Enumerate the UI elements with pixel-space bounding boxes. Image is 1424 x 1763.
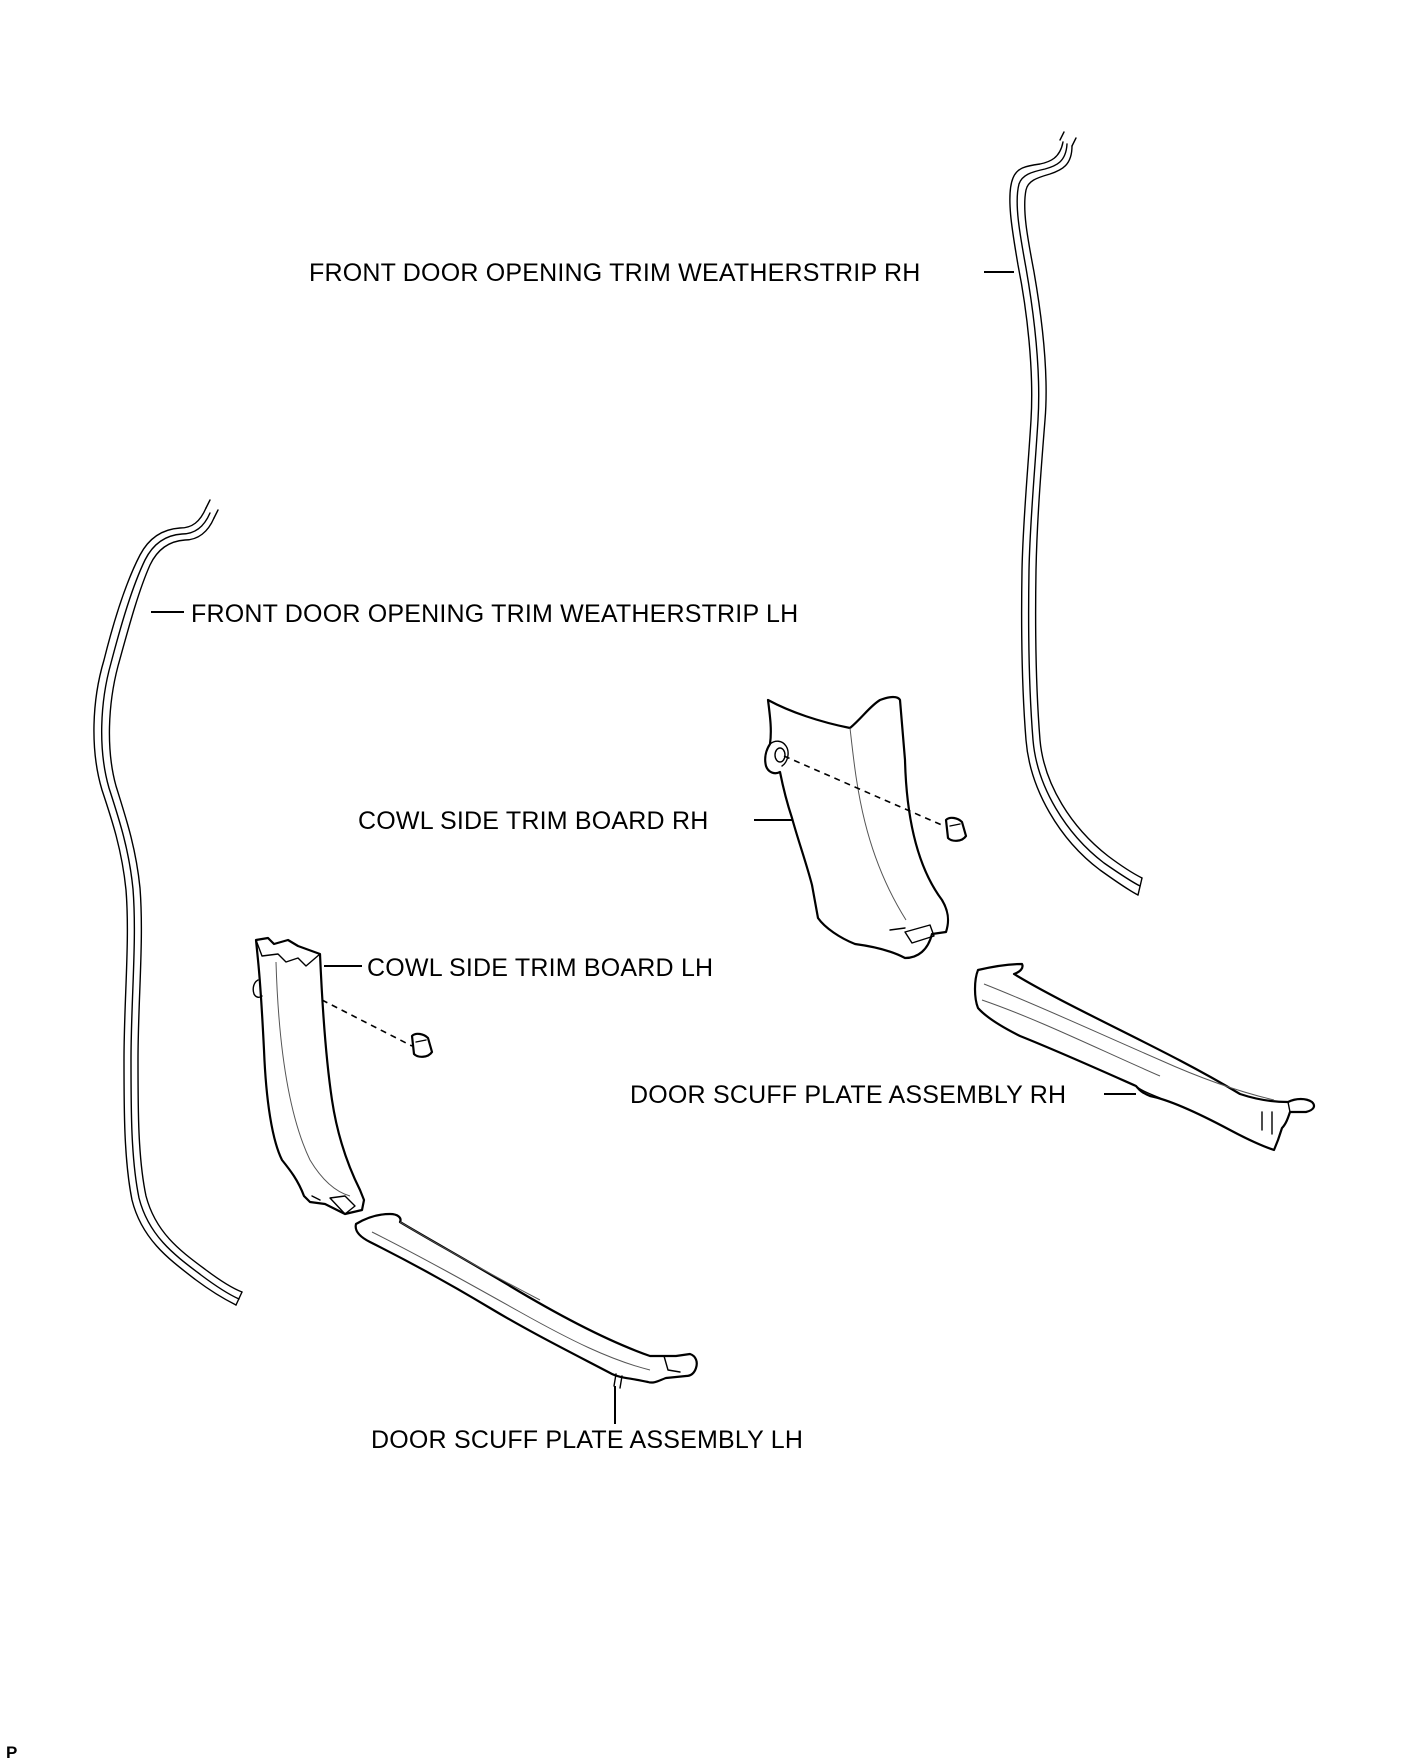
label-cowl-side-trim-board-lh: COWL SIDE TRIM BOARD LH <box>367 954 713 982</box>
cowl-side-trim-board-rh <box>754 695 968 960</box>
weatherstrip-lh <box>93 499 243 1306</box>
label-cowl-side-trim-board-rh: COWL SIDE TRIM BOARD RH <box>358 807 708 835</box>
cowl-side-trim-board-lh <box>252 936 434 1216</box>
label-weatherstrip-rh: FRONT DOOR OPENING TRIM WEATHERSTRIP RH <box>309 259 921 287</box>
door-scuff-plate-rh <box>973 962 1316 1152</box>
label-weatherstrip-lh: FRONT DOOR OPENING TRIM WEATHERSTRIP LH <box>191 600 798 628</box>
label-door-scuff-plate-lh: DOOR SCUFF PLATE ASSEMBLY LH <box>371 1426 803 1454</box>
label-door-scuff-plate-rh: DOOR SCUFF PLATE ASSEMBLY RH <box>630 1081 1066 1109</box>
door-scuff-plate-lh <box>354 1212 698 1424</box>
weatherstrip-rh <box>984 131 1143 896</box>
corner-mark: P <box>6 1743 17 1762</box>
